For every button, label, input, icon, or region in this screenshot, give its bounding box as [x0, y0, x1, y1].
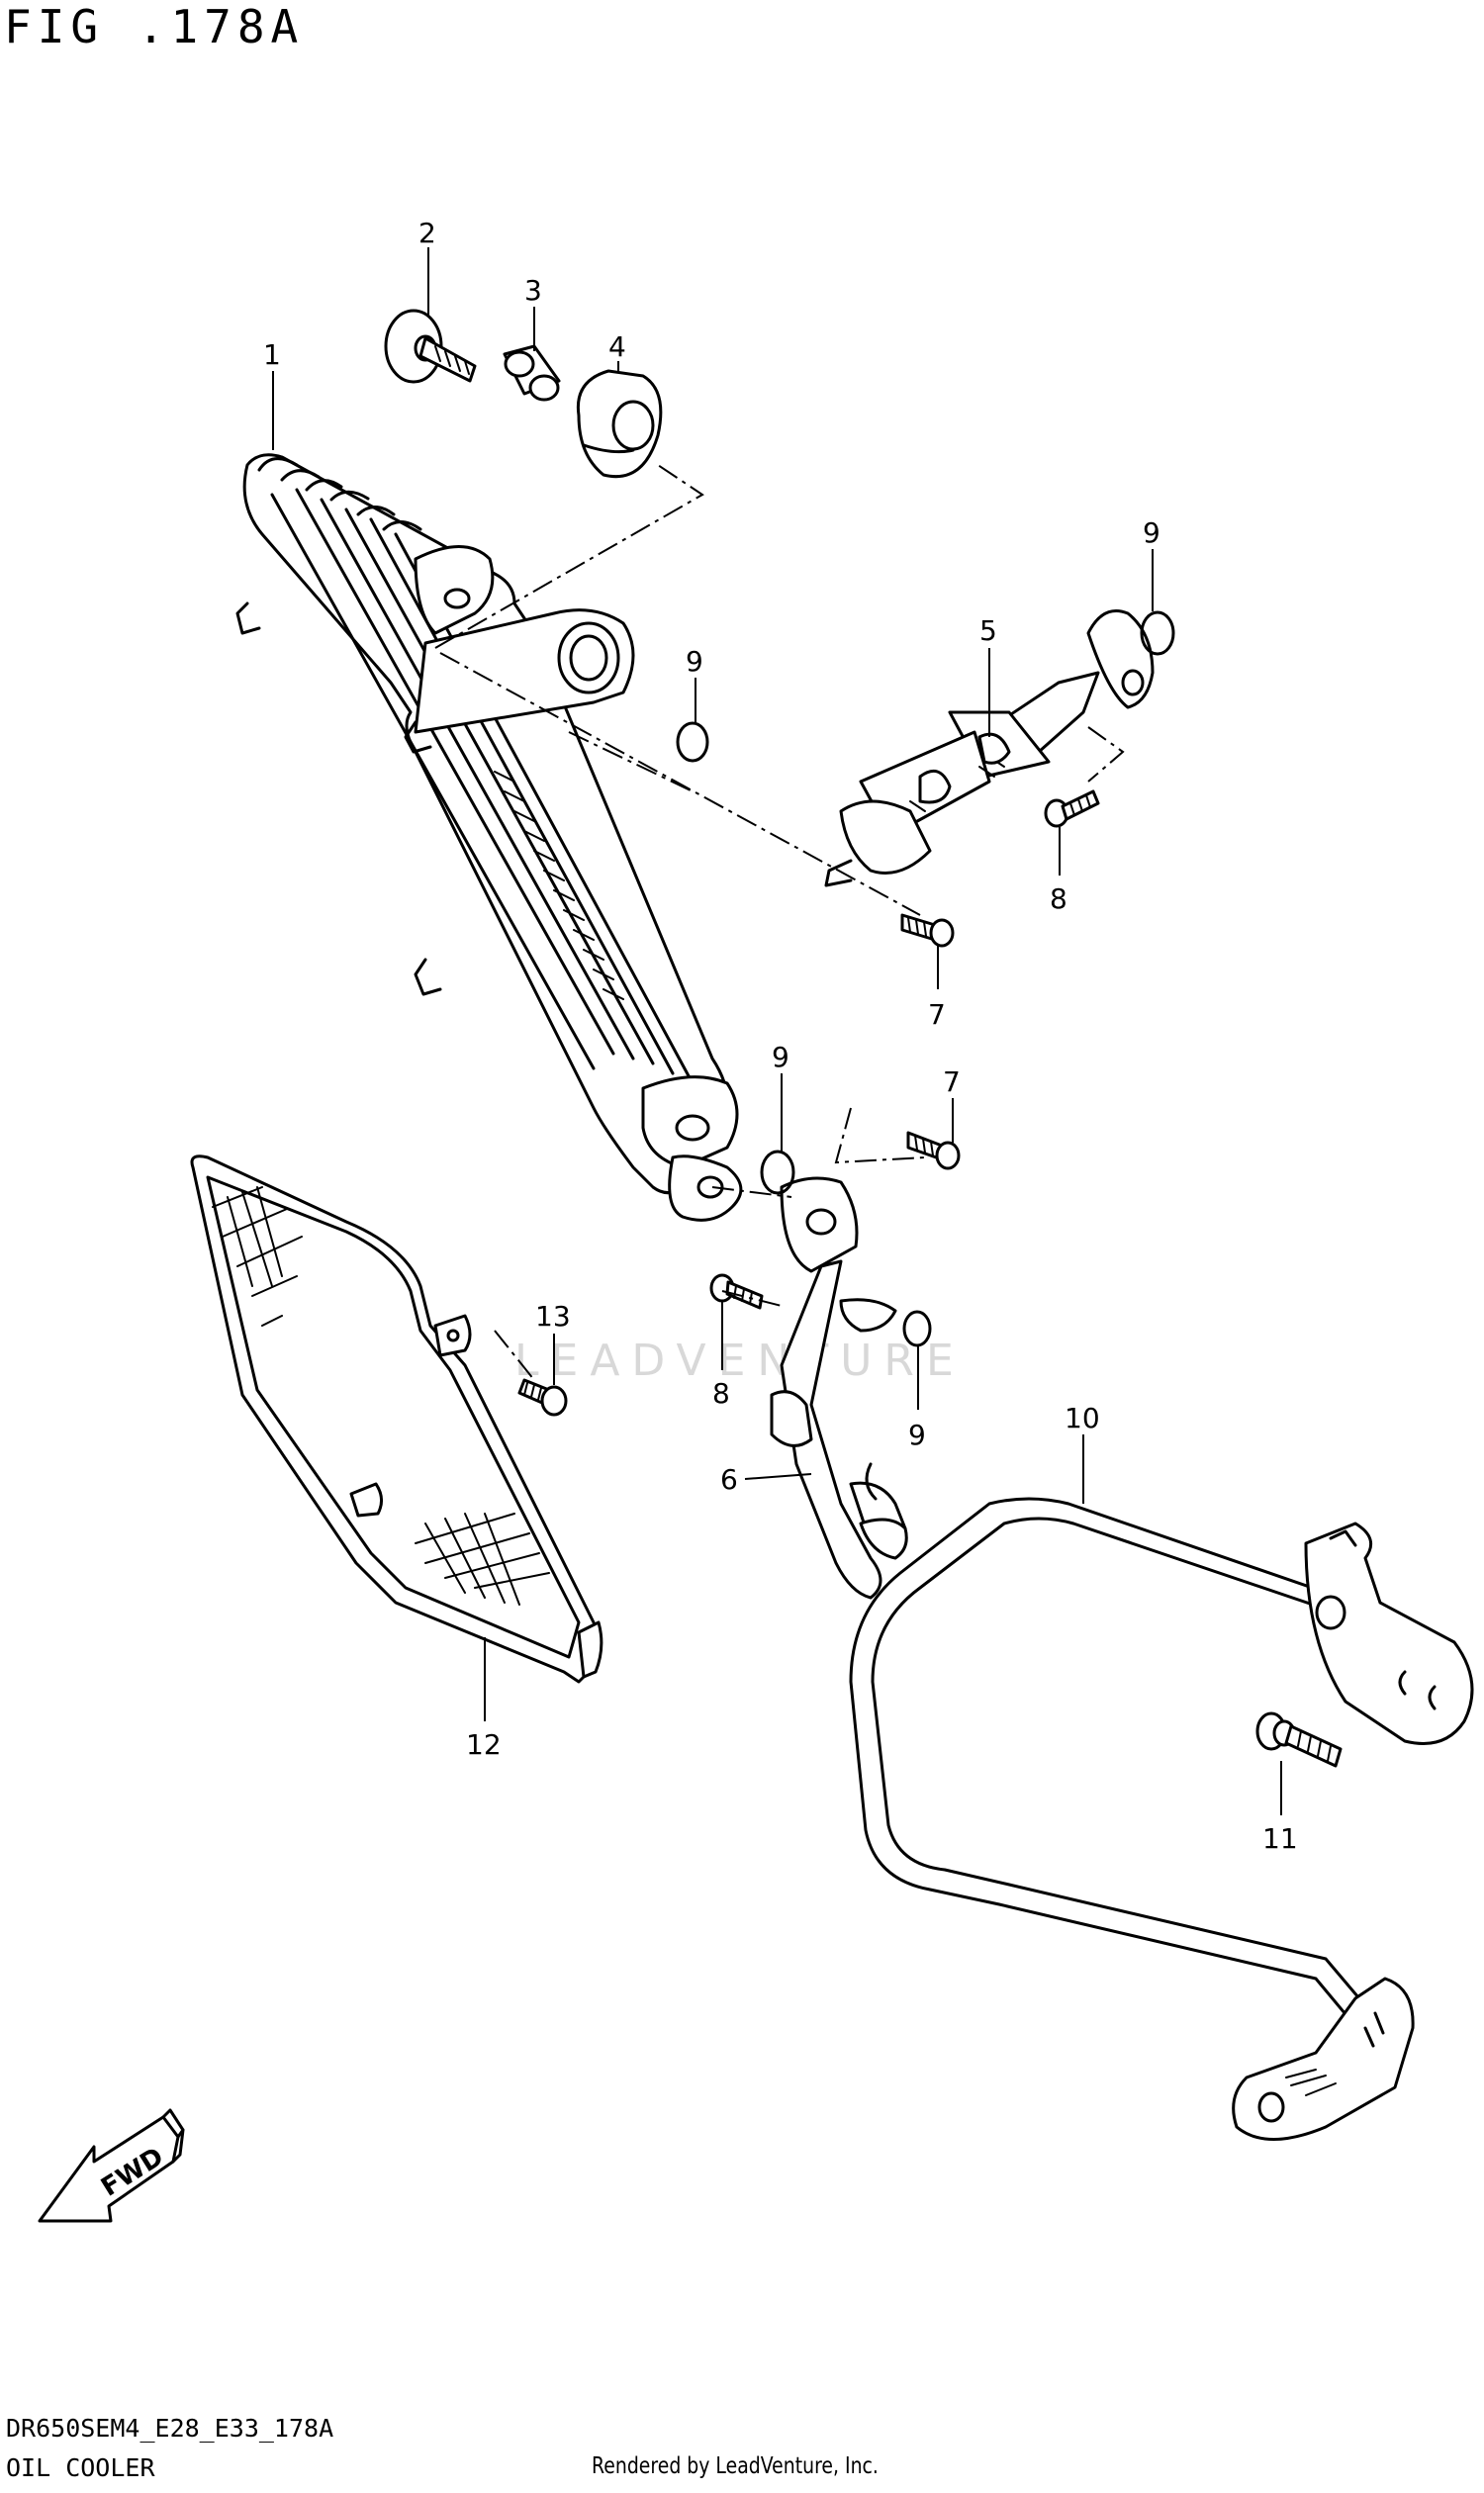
bolt-7-upper[interactable] [900, 913, 955, 948]
o-ring-9c[interactable] [760, 1150, 795, 1195]
o-ring-9b[interactable] [1140, 610, 1175, 656]
fwd-arrow-icon: FWD [38, 2108, 185, 2223]
callout-5[interactable]: 5 [979, 614, 997, 647]
callout-labels: 1 2 3 4 5 6 7 7 8 8 9 9 9 9 10 11 12 13 [263, 217, 1298, 1855]
figure-title: FIG .178A [4, 0, 305, 53]
alignment-lines [434, 464, 1125, 1381]
callout-4[interactable]: 4 [608, 330, 626, 363]
callout-6[interactable]: 6 [720, 1463, 738, 1496]
cooler-guard-grille[interactable] [190, 1154, 603, 1684]
model-code: DR650SEM4_E28_E33_178A [6, 2414, 334, 2443]
callout-leaders [272, 247, 1282, 1815]
callout-7b[interactable]: 7 [943, 1065, 961, 1098]
callout-1[interactable]: 1 [263, 338, 281, 371]
callout-13[interactable]: 13 [535, 1300, 571, 1333]
mount-bolt-washer[interactable] [384, 309, 477, 384]
callout-7a[interactable]: 7 [928, 998, 946, 1031]
spacer-collar[interactable] [503, 344, 561, 402]
callout-8b[interactable]: 8 [712, 1377, 730, 1410]
oil-hose-upper[interactable] [824, 609, 1155, 887]
callout-3[interactable]: 3 [524, 274, 542, 307]
oil-cooler-core[interactable] [235, 453, 743, 1222]
callout-11[interactable]: 11 [1262, 1822, 1298, 1855]
callout-9a[interactable]: 9 [686, 645, 703, 678]
guard-bar[interactable] [849, 1497, 1474, 2141]
render-credit: Rendered by LeadVenture, Inc. [592, 2453, 879, 2479]
callout-10[interactable]: 10 [1065, 1402, 1100, 1434]
rubber-grommet[interactable] [576, 369, 663, 479]
grille-bolt[interactable] [517, 1378, 568, 1417]
oil-hose-lower[interactable] [770, 1176, 908, 1600]
callout-12[interactable]: 12 [466, 1728, 502, 1761]
watermark: LEADVENTURE [514, 1336, 966, 1386]
callout-9d[interactable]: 9 [908, 1419, 926, 1451]
o-ring-9a[interactable] [676, 721, 709, 763]
bolt-8-upper[interactable] [1044, 789, 1100, 828]
bolt-8-lower[interactable] [709, 1273, 764, 1310]
callout-9c[interactable]: 9 [772, 1041, 789, 1073]
bolt-7-lower[interactable] [906, 1131, 961, 1170]
callout-2[interactable]: 2 [418, 217, 436, 249]
callout-9b[interactable]: 9 [1143, 516, 1160, 549]
callout-8a[interactable]: 8 [1050, 882, 1067, 915]
section-name: OIL COOLER [6, 2453, 155, 2482]
flange-bolt[interactable] [1255, 1711, 1343, 1768]
